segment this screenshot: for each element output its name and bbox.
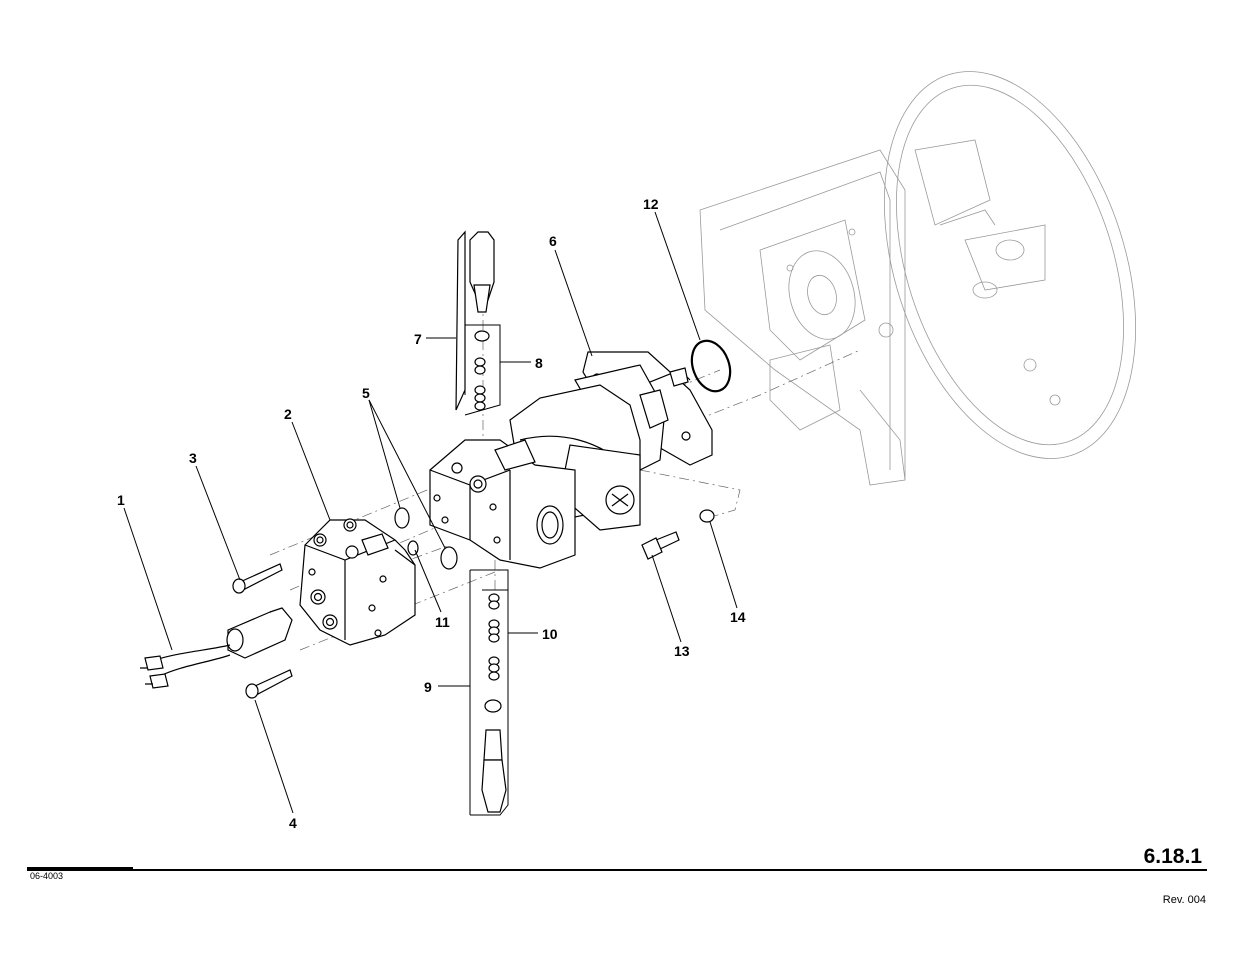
callout-13: 13: [674, 643, 690, 659]
callout-10: 10: [542, 626, 558, 642]
callout-6: 6: [549, 233, 557, 249]
callout-14: 14: [730, 609, 746, 625]
callout-1: 1: [117, 492, 125, 508]
footer-rule: [27, 869, 1207, 871]
hydraulic-pump-body: [430, 365, 688, 568]
relief-valve-kit-bottom: [470, 570, 508, 815]
revision-label: Rev. 004: [1163, 894, 1206, 906]
cap-screw-4: [246, 670, 292, 698]
pressure-switch-harness: [140, 608, 292, 688]
callout-5: 5: [362, 385, 370, 401]
engine-housing-outline: [700, 39, 1181, 490]
drawing-id: 06-4003: [30, 871, 63, 881]
callout-4: 4: [289, 815, 297, 831]
relief-valve-kit-top: [456, 232, 500, 415]
callout-11: 11: [435, 614, 450, 630]
washer-14: [700, 510, 714, 522]
callout-3: 3: [189, 450, 197, 466]
callout-12: 12: [643, 196, 659, 212]
bolt-13: [642, 532, 679, 559]
callout-2: 2: [284, 406, 292, 422]
o-ring-12: [685, 335, 737, 396]
page-number: 6.18.1: [1144, 845, 1202, 869]
cap-screw-3: [233, 564, 282, 593]
callout-9: 9: [424, 679, 432, 695]
callout-8: 8: [535, 355, 543, 371]
callout-7: 7: [414, 331, 422, 347]
valve-block: [300, 519, 415, 645]
